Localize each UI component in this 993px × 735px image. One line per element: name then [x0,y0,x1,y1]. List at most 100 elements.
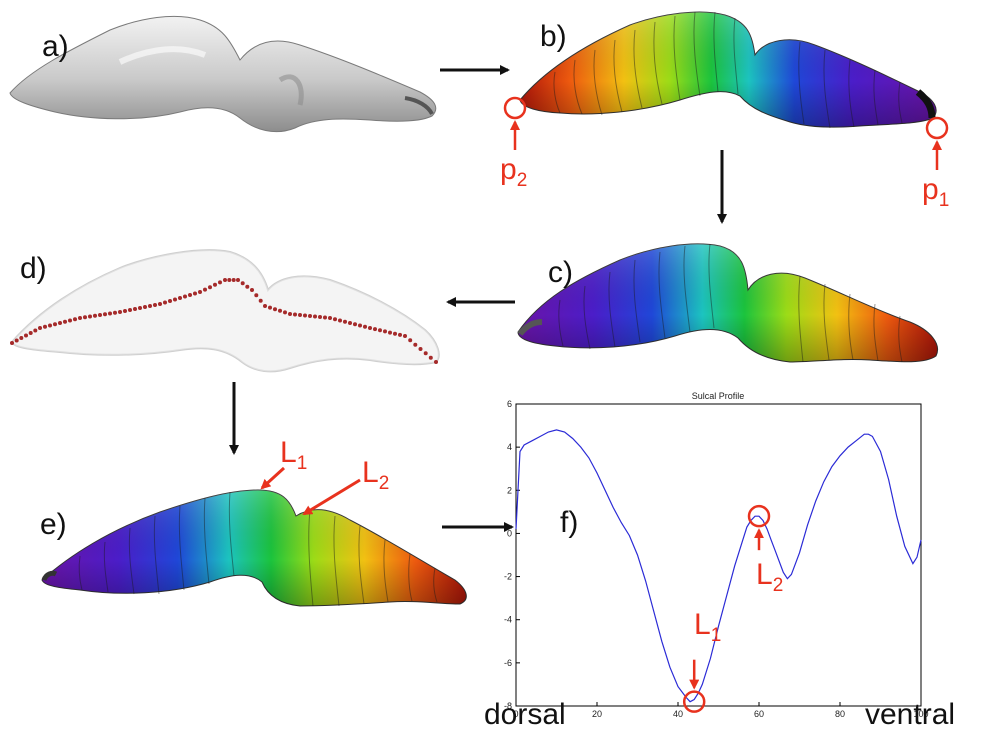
centerline-dot [418,347,423,351]
centerline-dot [434,360,438,364]
centerline-dot [19,336,24,340]
centerline-dot [158,302,162,306]
centerline-dot [363,324,367,329]
L1-label-chart: L1 [694,608,722,646]
centerline-dot [358,323,362,328]
centerline-dot [231,278,236,282]
centerline-dot [313,314,317,319]
ventral-label: ventral [865,698,956,731]
centerline-dot [103,312,107,317]
y-tick-label: -4 [504,615,512,625]
centerline-dot [178,296,182,300]
centerline-dot [258,298,263,303]
centerline-dot [14,338,19,343]
centerline-dot [168,299,172,303]
centerline-dot [208,285,212,290]
y-tick-label: -8 [504,701,512,711]
x-tick-label: 100 [913,709,928,719]
y-tick-label: -6 [504,658,512,668]
centerline-dot [163,300,167,305]
panel-e-surface [41,489,467,607]
centerline-dot [268,305,272,310]
centerline-dot [283,310,287,315]
x-tick-label: 40 [673,709,683,719]
centerline-dot [388,330,392,335]
panel-label-f: f) [560,506,579,539]
p2-marker [503,96,527,120]
centerline-dot [223,278,227,282]
centerline-dot [303,313,307,318]
centerline-dot [33,328,38,333]
centerline-dot [93,313,97,318]
centerline-dot [398,332,402,337]
centerline-dot [108,311,112,316]
chart-title: Sulcal Profile [692,391,745,401]
x-tick-label: 20 [592,709,602,719]
centerline-dot [378,328,382,333]
centerline-dot [123,309,127,313]
x-tick-label: 0 [513,709,518,719]
centerline-dot [353,322,357,327]
L2-label-chart: L2 [756,558,784,596]
centerline-dot [173,297,177,302]
centerline-dot [383,329,387,334]
plot-frame [515,403,922,707]
centerline-dot [53,322,57,327]
centerline-dot [227,278,232,282]
L2-arrow-e [302,478,361,516]
panel-label-c: c) [548,256,573,289]
y-tick-label: 0 [507,528,512,538]
centerline-dot [423,351,428,356]
L1-arrow-e [260,466,286,490]
centerline-dot [250,288,254,292]
panel-label-e: e) [40,508,67,541]
centerline-dot [240,281,245,286]
L2-circle [747,504,771,528]
centerline-dot [348,321,352,325]
centerline-dot [408,338,413,343]
centerline-dot [288,312,292,316]
centerline-dot [38,326,42,330]
centerline-dot [78,316,82,320]
centerline-dot [333,317,337,322]
centerline-dot [254,293,259,298]
centerline-dot [263,304,267,308]
centerline-dot [188,293,192,297]
panel-a-surface [9,15,437,133]
centerline-dot [198,290,202,294]
centerline-dot [63,319,67,324]
panel-label-a: a) [42,30,69,63]
centerline-dot [273,307,277,312]
centerline-dot [245,284,250,289]
centerline-dot [128,308,132,312]
L1-circle [682,690,706,713]
centerline-dot [203,287,207,292]
centerline-dot [153,303,157,307]
centerline-dot [58,321,62,325]
centerline-dot [373,327,377,332]
centerline-dot [10,341,14,345]
centerline-dot [213,282,217,287]
centerline-dot [403,334,407,338]
L2-label-e: L2 [362,456,390,494]
p1-label: p1 [922,173,950,211]
centerline-dot [183,294,187,299]
centerline-dot [143,305,147,309]
centerline-dot [323,315,327,320]
y-tick-label: 6 [507,399,512,409]
centerline-dot [193,291,197,296]
centerline-dot [218,280,222,285]
centerline-dot [338,318,342,323]
centerline-dot [133,307,137,311]
panel-c-surface [517,243,938,363]
centerline-dot [368,326,372,330]
centerline-dot [428,355,433,360]
panel-b-surface [519,11,937,129]
p1-marker [925,116,949,140]
centerline-dot [83,315,87,320]
y-tick-label: 2 [507,485,512,495]
L1-label-e: L1 [280,436,308,474]
